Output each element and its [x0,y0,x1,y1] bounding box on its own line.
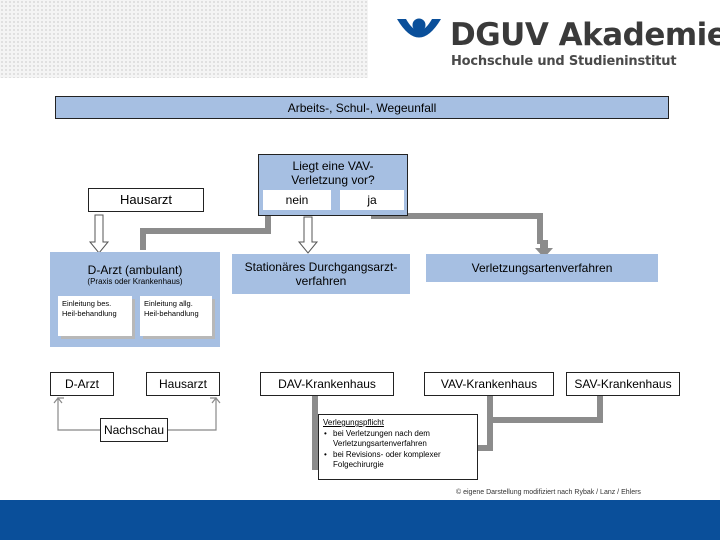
ja-label: ja [367,193,377,207]
logo-title: DGUV Akademie [450,17,720,53]
verlegungspflicht-item: bei Revisions- oder komplexer Folgechiru… [324,450,473,471]
vav-krankenhaus-box: VAV-Krankenhaus [424,372,554,396]
d-arzt-panel-title: D-Arzt (ambulant) [87,263,183,277]
dav-krankenhaus-label: DAV-Krankenhaus [278,377,376,391]
einleitung-allg-label: Einleitung allg. Heil-behandlung [144,299,199,318]
logo-subtitle: Hochschule und Studieninstitut [451,54,677,69]
verlegungspflicht-list: bei Verletzungen nach dem Verletzungsart… [323,429,473,471]
vav-krankenhaus-label: VAV-Krankenhaus [440,377,538,391]
arrow-hausarzt-down [88,214,110,254]
dguv-logo-icon [397,18,441,38]
nein-box: nein [263,190,331,210]
ja-box: ja [340,190,404,210]
einleitung-bes-label: Einleitung bes. Heil-behandlung [62,299,117,318]
stationaer-box: Stationäres Durchgangsarzt-verfahren [232,254,410,294]
top-box-label: Arbeits-, Schul-, Wegeunfall [287,100,437,115]
nein-label: nein [285,193,309,207]
einleitung-allg-box: Einleitung allg. Heil-behandlung [140,296,212,336]
stationaer-label: Stationäres Durchgangsarzt-verfahren [244,260,398,288]
question-box: Liegt eine VAV-Verletzung vor? [258,154,408,216]
hausarzt-top-box: Hausarzt [88,188,204,212]
einleitung-bes-box: Einleitung bes. Heil-behandlung [58,296,132,336]
verlegungspflicht-title: Verlegungspflicht [323,418,384,427]
arrow-nein-down [297,216,319,254]
sav-krankenhaus-box: SAV-Krankenhaus [566,372,680,396]
hausarzt-top-label: Hausarzt [119,192,173,207]
footer-band [0,500,720,540]
verlegungspflicht-item: bei Verletzungen nach dem Verletzungsart… [324,429,473,450]
d-arzt-panel-subtitle: (Praxis oder Krankenhaus) [87,277,183,286]
top-box-unfall: Arbeits-, Schul-, Wegeunfall [55,96,669,119]
sav-krankenhaus-label: SAV-Krankenhaus [574,377,672,391]
verletzungsarten-label: Verletzungsartenverfahren [471,261,613,275]
d-arzt-box: D-Arzt [50,372,114,396]
logo-panel [368,0,720,78]
verletzungsarten-box: Verletzungsartenverfahren [426,254,658,282]
nachschau-box: Nachschau [100,418,168,442]
d-arzt-label: D-Arzt [65,377,99,391]
hausarzt-bottom-label: Hausarzt [158,377,208,391]
credit-text: © eigene Darstellung modifiziert nach Ry… [456,489,641,496]
hausarzt-bottom-box: Hausarzt [146,372,220,396]
dav-krankenhaus-box: DAV-Krankenhaus [260,372,394,396]
question-label: Liegt eine VAV-Verletzung vor? [291,159,375,187]
nachschau-label: Nachschau [103,423,165,437]
verlegungspflicht-box: Verlegungspflicht bei Verletzungen nach … [318,414,478,480]
